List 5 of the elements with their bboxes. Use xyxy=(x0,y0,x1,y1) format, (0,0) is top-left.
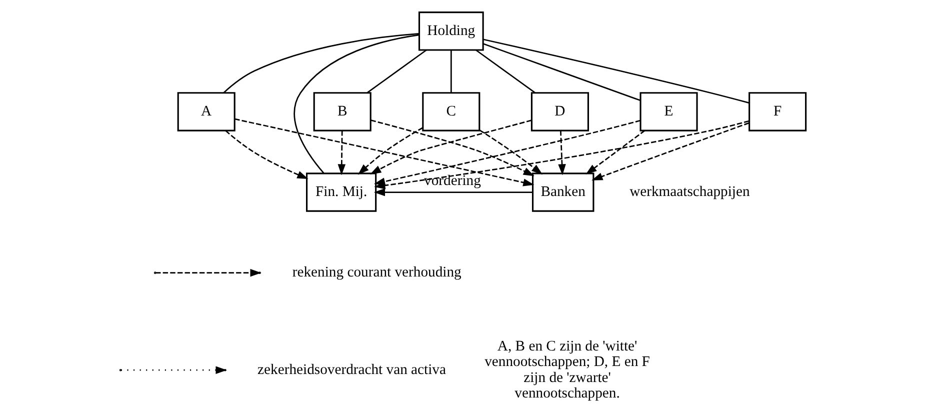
edge-label: vordering xyxy=(424,173,481,190)
legend-label: rekening courant verhouding xyxy=(292,264,462,281)
label: A, B en C zijn de 'witte' vennootschappen; D, E en F zijn de 'zwarte' vennootschappen. xyxy=(484,338,650,402)
label: werkmaatschappijen xyxy=(630,184,750,200)
legend-label: zekerheidsoverdracht van activa xyxy=(258,362,446,378)
